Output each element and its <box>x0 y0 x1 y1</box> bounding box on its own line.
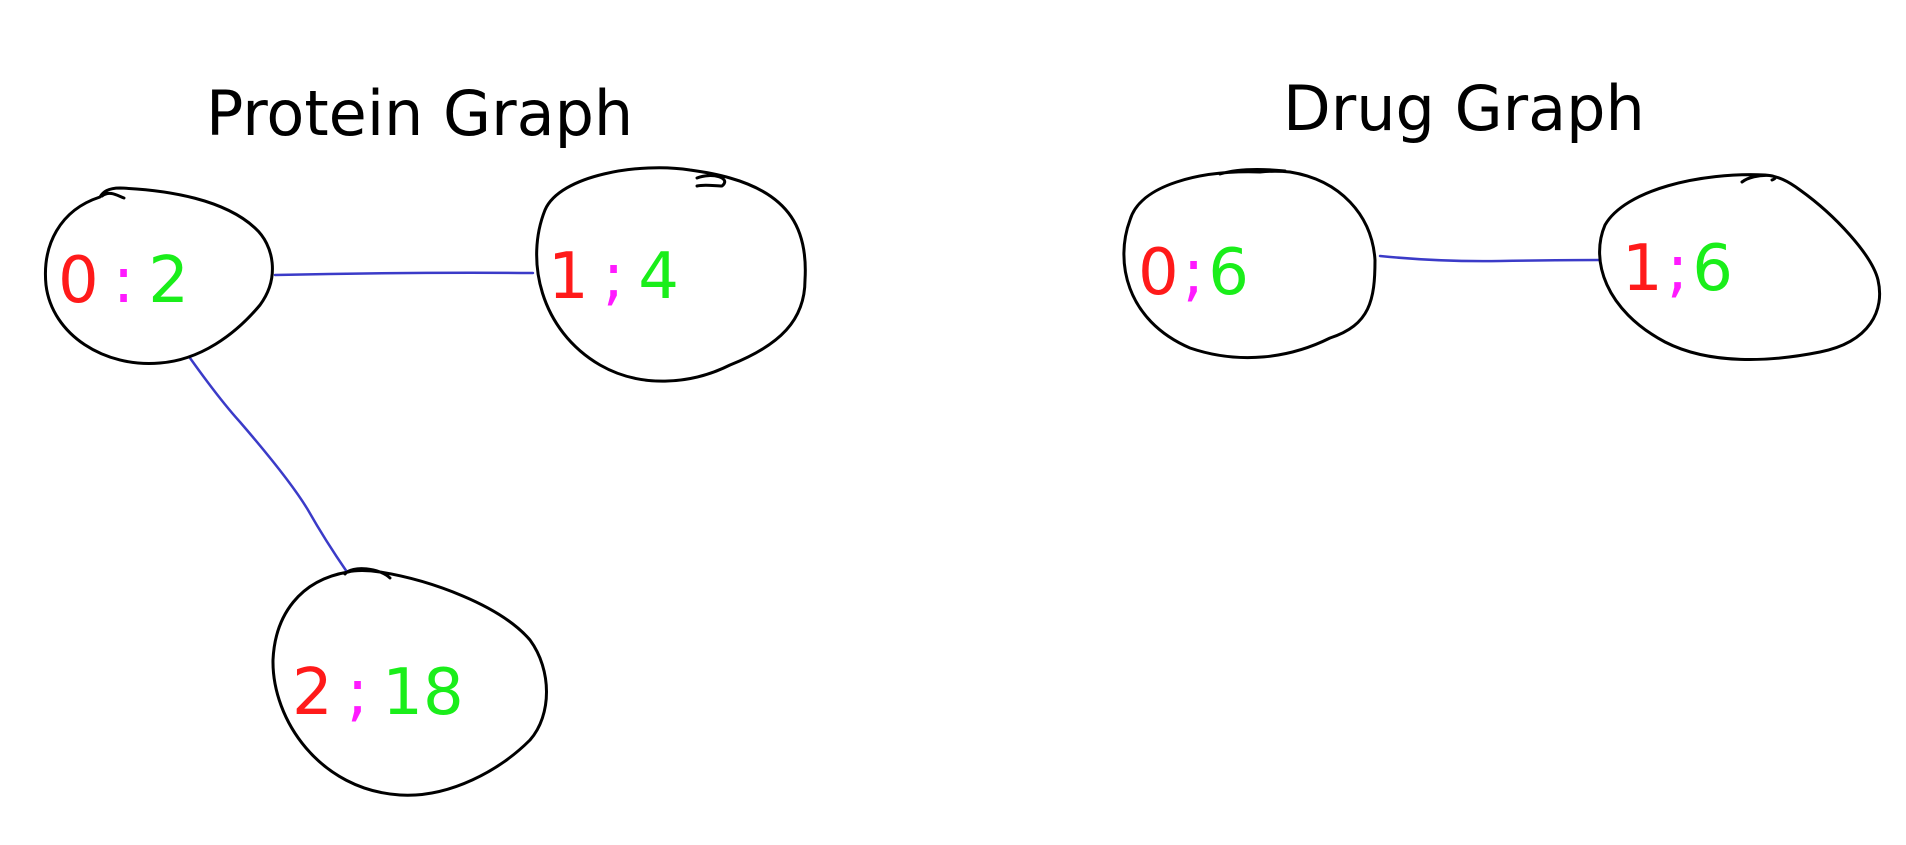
protein-node-2-label: 2;18 <box>292 656 464 730</box>
drug-node-1-label: 1;6 <box>1622 232 1733 306</box>
protein-node-2-id: 2 <box>292 656 333 730</box>
protein-node-1-id: 1 <box>548 240 589 314</box>
drug-graph-title: Drug Graph <box>1283 72 1645 145</box>
protein-edge-0-2 <box>188 356 349 574</box>
protein-node-1-sep: ; <box>603 240 625 314</box>
drug-node-1[interactable]: 1;6 <box>1598 173 1882 362</box>
protein-node-2-value: 18 <box>382 656 463 730</box>
protein-node-1-label: 1;4 <box>548 240 679 314</box>
drug-node-1-outline <box>1598 173 1882 362</box>
protein-node-2[interactable]: 2;18 <box>271 567 548 797</box>
drug-node-0-id: 0 <box>1138 236 1179 310</box>
protein-node-0-sep: : <box>113 244 135 318</box>
protein-node-2-outline <box>271 567 548 797</box>
protein-node-2-sep: ; <box>347 656 369 730</box>
drug-node-0-sep: ; <box>1183 236 1205 310</box>
protein-edge-0-1 <box>273 271 535 277</box>
protein-node-1[interactable]: 1;4 <box>535 166 807 383</box>
protein-graph-title: Protein Graph <box>206 77 633 150</box>
drug-graph: Drug Graph 0;6 1;6 <box>1122 72 1882 362</box>
protein-graph: Protein Graph 0:2 1;4 2;18 <box>43 77 807 797</box>
protein-node-1-outline <box>535 166 807 383</box>
drug-node-1-sep: ; <box>1667 232 1689 306</box>
protein-node-0-id: 0 <box>58 244 99 318</box>
drug-node-1-id: 1 <box>1622 232 1663 306</box>
drug-node-0-label: 0;6 <box>1138 236 1249 310</box>
protein-node-0-outline <box>43 186 274 365</box>
protein-node-0[interactable]: 0:2 <box>43 186 274 365</box>
drug-node-0-outline <box>1122 167 1377 360</box>
drug-node-1-value: 6 <box>1692 232 1733 306</box>
drug-node-0-value: 6 <box>1208 236 1249 310</box>
protein-edges <box>188 271 535 574</box>
protein-node-1-value: 4 <box>638 240 679 314</box>
protein-node-0-value: 2 <box>148 244 189 318</box>
drug-node-0[interactable]: 0;6 <box>1122 167 1377 360</box>
drug-edge-0-1 <box>1378 254 1602 263</box>
drug-edges <box>1378 254 1602 263</box>
protein-node-0-label: 0:2 <box>58 244 189 318</box>
